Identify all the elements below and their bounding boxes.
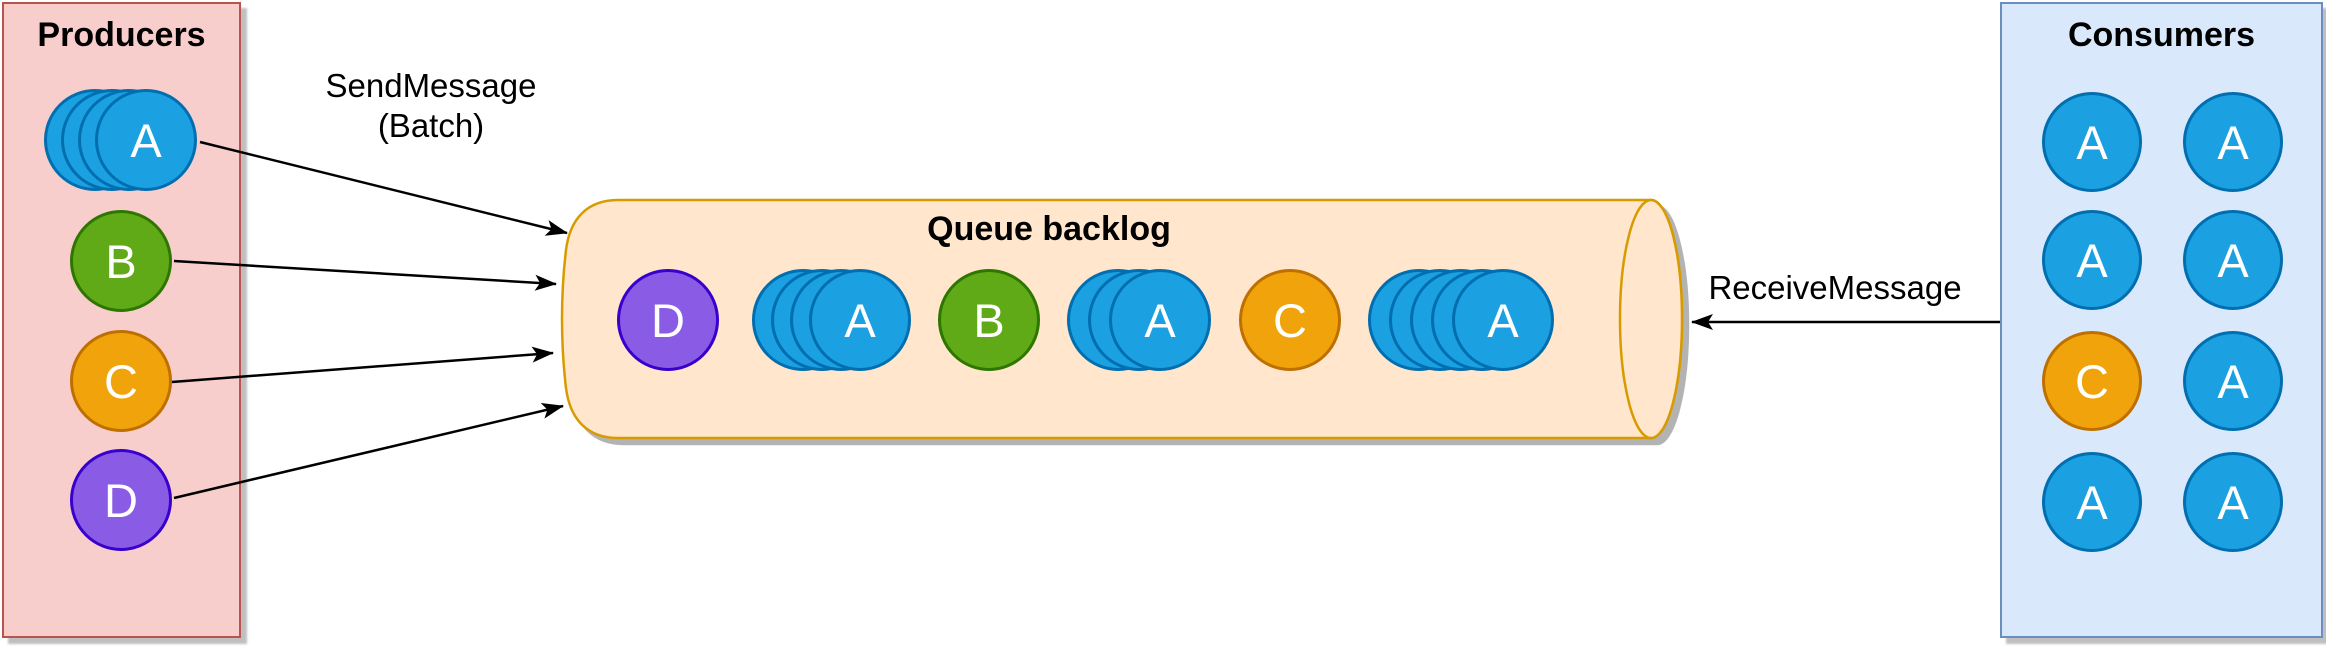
message-letter: B — [105, 234, 137, 288]
message-letter: A — [2217, 115, 2249, 169]
message-letter: D — [104, 473, 138, 527]
send-message-label: SendMessage (Batch) — [325, 67, 537, 144]
message-circle-a: A — [2183, 210, 2283, 310]
message-circle-a: A — [2183, 92, 2283, 192]
message-circle-c: C — [1239, 269, 1341, 371]
message-letter: C — [1273, 293, 1307, 347]
message-letter: A — [2217, 475, 2249, 529]
message-letter: C — [2075, 354, 2109, 408]
message-circle-c: C — [2042, 331, 2142, 431]
producers-title: Producers — [37, 16, 206, 54]
message-letter: D — [651, 293, 685, 347]
message-circle-d: D — [70, 449, 172, 551]
message-letter: A — [2217, 354, 2249, 408]
message-circle-a: A — [2042, 92, 2142, 192]
message-circle-a: A — [1452, 269, 1554, 371]
message-letter: A — [1144, 293, 1176, 347]
message-letter: A — [130, 113, 162, 167]
message-letter: A — [2076, 475, 2108, 529]
queue-title: Queue backlog — [927, 210, 1171, 248]
message-letter: B — [973, 293, 1005, 347]
consumers-title: Consumers — [2067, 16, 2256, 54]
message-circle-a: A — [1109, 269, 1211, 371]
message-circle-a: A — [2042, 452, 2142, 552]
message-letter: A — [844, 293, 876, 347]
message-circle-a: A — [2183, 331, 2283, 431]
message-circle-d: D — [617, 269, 719, 371]
message-letter: C — [104, 354, 138, 408]
message-circle-a: A — [2183, 452, 2283, 552]
message-letter: A — [2076, 233, 2108, 287]
message-letter: A — [1487, 293, 1519, 347]
message-letter: A — [2217, 233, 2249, 287]
message-circle-b: B — [70, 210, 172, 312]
message-circle-a: A — [95, 89, 197, 191]
message-circle-a: A — [809, 269, 911, 371]
receive-message-label: ReceiveMessage — [1708, 269, 1962, 306]
message-circle-a: A — [2042, 210, 2142, 310]
message-circle-b: B — [938, 269, 1040, 371]
message-circle-c: C — [70, 330, 172, 432]
message-letter: A — [2076, 115, 2108, 169]
